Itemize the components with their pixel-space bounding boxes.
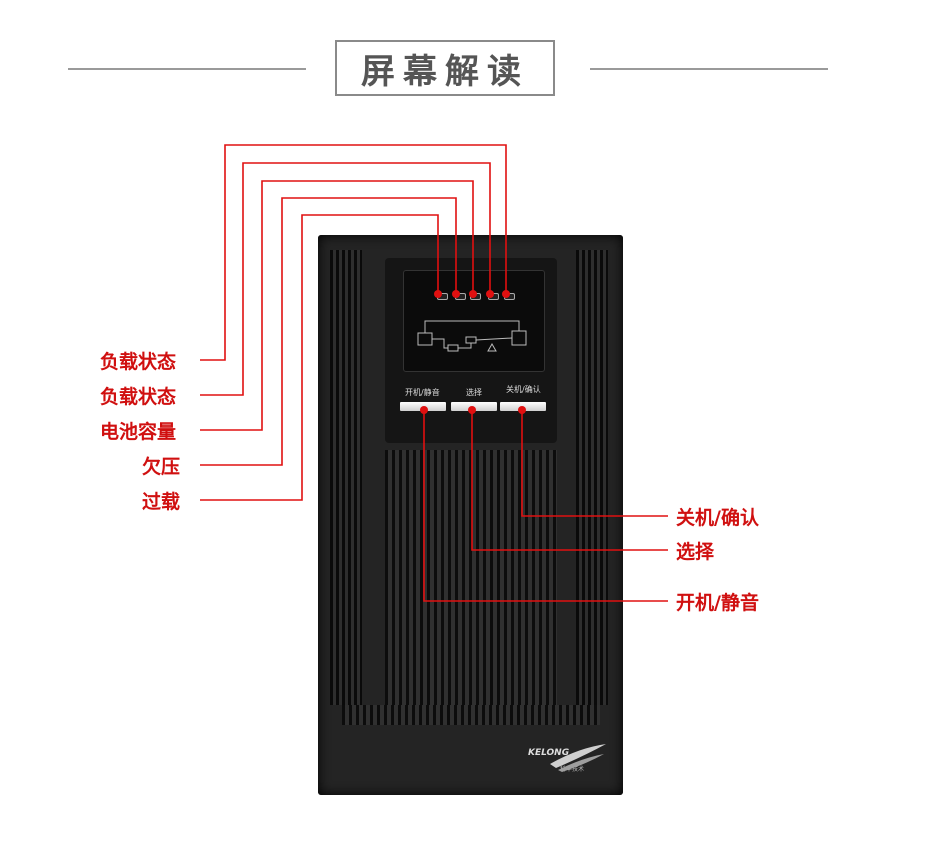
bottom-grille xyxy=(342,705,600,725)
button-label-power-on: 开机/静音 xyxy=(405,388,440,397)
brand-subtitle: 科华技术 xyxy=(560,766,585,773)
button-dot-power-on xyxy=(420,406,428,414)
right-grille xyxy=(576,250,608,705)
label-battery-capacity: 电池容量 xyxy=(100,421,177,443)
title-line-left xyxy=(68,68,306,70)
label-undervoltage: 欠压 xyxy=(142,456,181,478)
page-title: 屏幕解读 xyxy=(335,40,555,96)
title-line-right xyxy=(590,68,828,70)
lcd-schematic xyxy=(417,320,527,352)
button-dot-power-off xyxy=(518,406,526,414)
brand-logo: KELONG xyxy=(528,748,570,758)
label-power-on-mute: 开机/静音 xyxy=(676,592,759,614)
button-label-select: 选择 xyxy=(466,388,482,397)
label-load-status-2: 负载状态 xyxy=(100,386,177,408)
label-overload: 过载 xyxy=(142,491,181,513)
led-undervoltage xyxy=(452,290,460,298)
front-grille xyxy=(385,450,557,720)
button-dot-select xyxy=(468,406,476,414)
left-grille xyxy=(330,250,362,705)
led-load-status-2 xyxy=(486,290,494,298)
led-battery-capacity xyxy=(469,290,477,298)
label-load-status-1: 负载状态 xyxy=(100,351,177,373)
led-load-status-1 xyxy=(502,290,510,298)
brand-swoosh-icon xyxy=(550,744,606,772)
label-power-off-confirm: 关机/确认 xyxy=(676,507,759,529)
led-overload xyxy=(434,290,442,298)
button-label-power-off: 关机/确认 xyxy=(506,385,541,394)
label-select: 选择 xyxy=(676,541,715,563)
